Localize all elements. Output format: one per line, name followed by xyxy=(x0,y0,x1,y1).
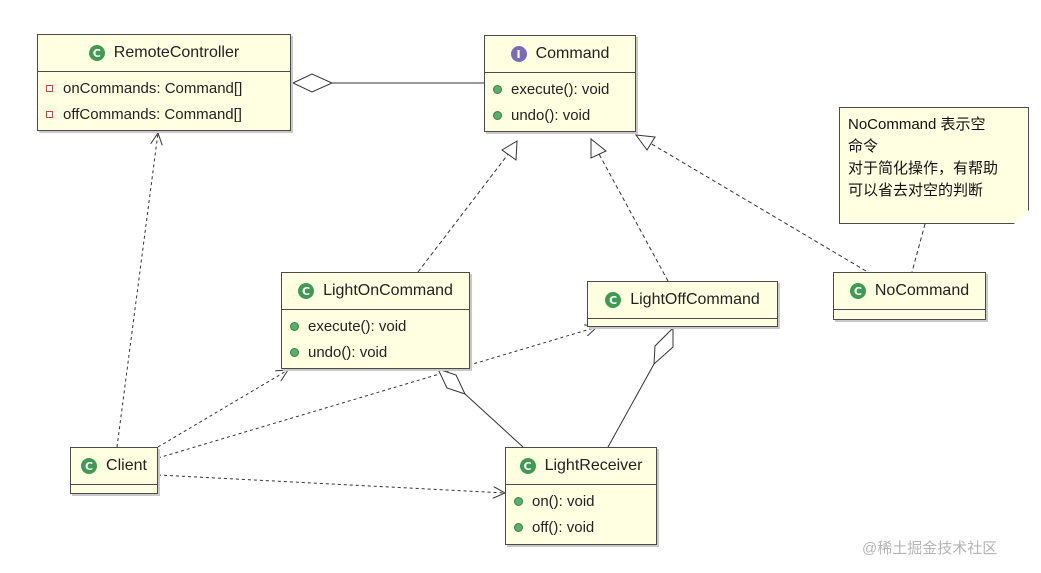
private-field-icon xyxy=(46,110,53,118)
dependency-client-remotecontroller xyxy=(116,133,158,448)
class-name: RemoteController xyxy=(113,44,240,61)
empty-compartment xyxy=(834,310,985,314)
empty-compartment xyxy=(71,485,157,489)
methods-compartment: execute(): void undo(): void xyxy=(282,310,469,369)
attribute-text: onCommands: Command[] xyxy=(63,79,243,97)
class-name: LightReceiver xyxy=(544,457,643,474)
method-text: off(): void xyxy=(532,518,595,536)
method-row: execute(): void xyxy=(282,313,469,339)
attribute-text: offCommands: Command[] xyxy=(63,105,242,123)
class-nocommand[interactable]: C NoCommand xyxy=(833,272,986,320)
class-lightreceiver[interactable]: C LightReceiver on(): void off(): void xyxy=(505,447,657,545)
class-icon: C xyxy=(81,458,98,474)
attributes-compartment: onCommands: Command[] offCommands: Comma… xyxy=(38,72,290,131)
dependency-client-lightoffcommand xyxy=(157,327,597,459)
watermark: @稀土掘金技术社区 xyxy=(862,540,998,557)
class-remotecontroller[interactable]: C RemoteController onCommands: Command[]… xyxy=(37,34,291,131)
aggregation-lightoncommand-lightreceiver xyxy=(437,368,524,448)
class-icon: C xyxy=(849,283,866,299)
method-text: undo(): void xyxy=(308,343,388,361)
method-text: execute(): void xyxy=(511,80,610,98)
public-method-icon xyxy=(290,347,299,357)
dependency-client-lightoncommand xyxy=(157,370,288,448)
method-row: on(): void xyxy=(506,488,656,514)
realization-lightoncommand-command xyxy=(417,140,518,273)
method-text: execute(): void xyxy=(308,317,407,335)
interface-icon: I xyxy=(510,46,527,62)
attribute-row: offCommands: Command[] xyxy=(38,101,290,127)
method-text: undo(): void xyxy=(511,106,591,124)
class-header: C RemoteController xyxy=(38,35,290,72)
method-row: execute(): void xyxy=(485,76,635,102)
public-method-icon xyxy=(493,110,502,120)
aggregation-remotecontroller-command xyxy=(291,73,484,93)
class-client[interactable]: C Client xyxy=(70,447,158,494)
aggregation-lightoffcommand-lightreceiver xyxy=(607,326,674,448)
class-command[interactable]: I Command execute(): void undo(): void xyxy=(484,35,636,132)
class-icon: C xyxy=(605,292,622,308)
public-method-icon xyxy=(514,522,523,532)
class-name: Client xyxy=(106,457,147,474)
class-lightoffcommand[interactable]: C LightOffCommand xyxy=(587,281,778,327)
class-header: C Client xyxy=(71,448,157,485)
class-icon: C xyxy=(298,283,315,299)
realization-nocommand-command xyxy=(634,134,867,272)
realization-lightoffcommand-command xyxy=(590,137,669,282)
method-row: off(): void xyxy=(506,514,656,540)
class-name: Command xyxy=(535,45,610,62)
methods-compartment: on(): void off(): void xyxy=(506,485,656,544)
public-method-icon xyxy=(290,321,299,331)
class-icon: C xyxy=(519,458,536,474)
method-row: undo(): void xyxy=(282,339,469,365)
class-header: C LightOffCommand xyxy=(588,282,777,319)
class-lightoncommand[interactable]: C LightOnCommand execute(): void undo():… xyxy=(281,272,470,369)
class-header: C LightOnCommand xyxy=(282,273,469,310)
method-text: on(): void xyxy=(532,492,595,510)
class-name: LightOnCommand xyxy=(323,282,453,299)
methods-compartment: execute(): void undo(): void xyxy=(485,73,635,132)
class-icon: C xyxy=(88,45,105,61)
class-header: C LightReceiver xyxy=(506,448,656,485)
note-nocommand[interactable]: NoCommand 表示空 命令 对于简化操作，有帮助 可以省去对空的判断 xyxy=(839,107,1029,224)
method-row: undo(): void xyxy=(485,102,635,128)
note-anchor-line xyxy=(911,223,926,273)
public-method-icon xyxy=(514,496,523,506)
dependency-client-lightreceiver xyxy=(157,474,505,493)
empty-compartment xyxy=(588,319,777,323)
class-name: LightOffCommand xyxy=(630,291,760,308)
class-header: I Command xyxy=(485,36,635,73)
public-method-icon xyxy=(493,84,502,94)
private-field-icon xyxy=(46,84,53,92)
class-name: NoCommand xyxy=(874,282,970,299)
attribute-row: onCommands: Command[] xyxy=(38,75,290,101)
class-header: C NoCommand xyxy=(834,273,985,310)
